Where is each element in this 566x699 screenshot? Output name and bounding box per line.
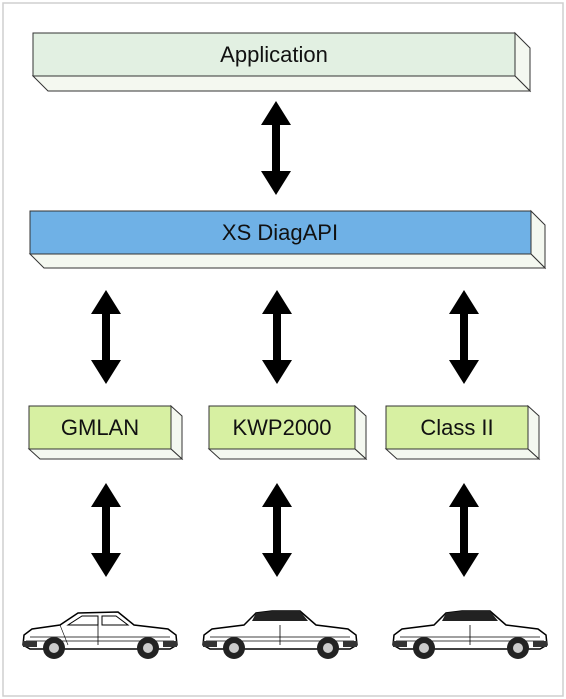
arrow-api-gmlan bbox=[91, 290, 121, 384]
kwp2000-box: KWP2000 bbox=[207, 404, 368, 461]
diagapi-box: XS DiagAPI bbox=[28, 209, 547, 270]
arrow-kwp2000-vehicle bbox=[262, 483, 292, 577]
arrow-class2-vehicle bbox=[449, 483, 479, 577]
car-icon bbox=[22, 611, 178, 660]
kwp2000-label: KWP2000 bbox=[232, 415, 331, 440]
arrow-gmlan-vehicle bbox=[91, 483, 121, 577]
class2-label: Class II bbox=[420, 415, 493, 440]
class2-box: Class II bbox=[384, 404, 541, 461]
gmlan-label: GMLAN bbox=[61, 415, 139, 440]
arrow-application-api bbox=[261, 101, 291, 195]
car-icon bbox=[202, 610, 358, 660]
car-icon bbox=[392, 610, 548, 660]
diagapi-label: XS DiagAPI bbox=[222, 220, 338, 245]
gmlan-box: GMLAN bbox=[27, 404, 184, 461]
arrow-api-kwp2000 bbox=[262, 290, 292, 384]
arrow-api-class2 bbox=[449, 290, 479, 384]
application-label: Application bbox=[220, 42, 328, 67]
application-box: Application bbox=[31, 31, 532, 93]
